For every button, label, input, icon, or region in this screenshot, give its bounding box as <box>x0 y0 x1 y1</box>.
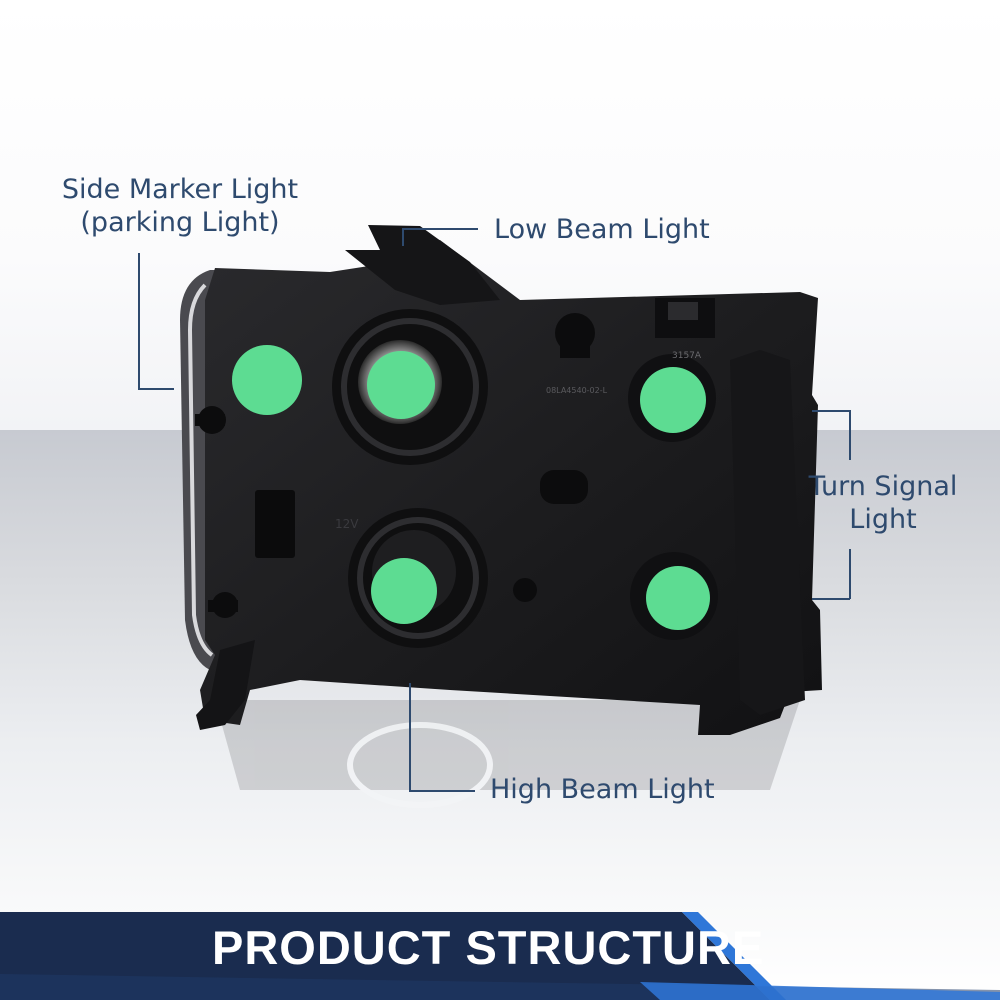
side-marker-label-line2: (parking Light) <box>80 207 280 238</box>
side-marker-leader-horizontal <box>138 388 174 390</box>
floor-reflection <box>215 700 800 808</box>
side-marker-light-label: Side Marker Light (parking Light) <box>60 173 300 239</box>
bottom-left-bracket <box>196 640 255 730</box>
turn-signal-bulb-cap-lower <box>646 566 710 630</box>
high-beam-light-label: High Beam Light <box>490 774 715 805</box>
low-beam-bulb-cap <box>367 351 435 419</box>
top-mounting-bracket <box>345 225 500 305</box>
turn-signal-leader-bottom-horizontal <box>812 598 850 600</box>
turn-signal-label-line2: Light <box>849 504 917 535</box>
turn-signal-leader-bottom-vertical <box>849 549 851 599</box>
connector-plug <box>255 490 295 558</box>
turn-signal-leader-top-vertical <box>849 410 851 460</box>
high-beam-leader-horizontal <box>409 790 475 792</box>
banner-title: PRODUCT STRUCTURE <box>212 921 765 974</box>
high-beam-leader-vertical <box>409 683 411 791</box>
low-beam-leader-vertical <box>402 228 404 246</box>
side-marker-bulb-cap <box>232 345 302 415</box>
side-marker-label-line1: Side Marker Light <box>61 174 299 205</box>
turn-signal-leader-top-horizontal <box>812 410 850 412</box>
bulb-caps <box>232 345 710 630</box>
mounting-studs <box>195 313 595 618</box>
turn-signal-label-line1: Turn Signal <box>808 471 958 502</box>
high-beam-bulb-cap <box>371 558 437 624</box>
low-beam-leader-horizontal <box>402 228 478 230</box>
part-code-text: 3157A <box>672 351 702 361</box>
turn-signal-light-label: Turn Signal Light <box>808 470 958 536</box>
voltage-text: 12V <box>335 517 359 531</box>
serial-text: 08LA4540-02-L <box>546 386 608 395</box>
housing-body <box>200 240 822 735</box>
side-marker-leader-vertical <box>138 253 140 389</box>
low-beam-light-label: Low Beam Light <box>494 214 710 245</box>
right-frame <box>730 350 805 715</box>
turn-signal-bulb-cap-upper <box>640 367 706 433</box>
product-structure-banner <box>0 912 1000 1000</box>
